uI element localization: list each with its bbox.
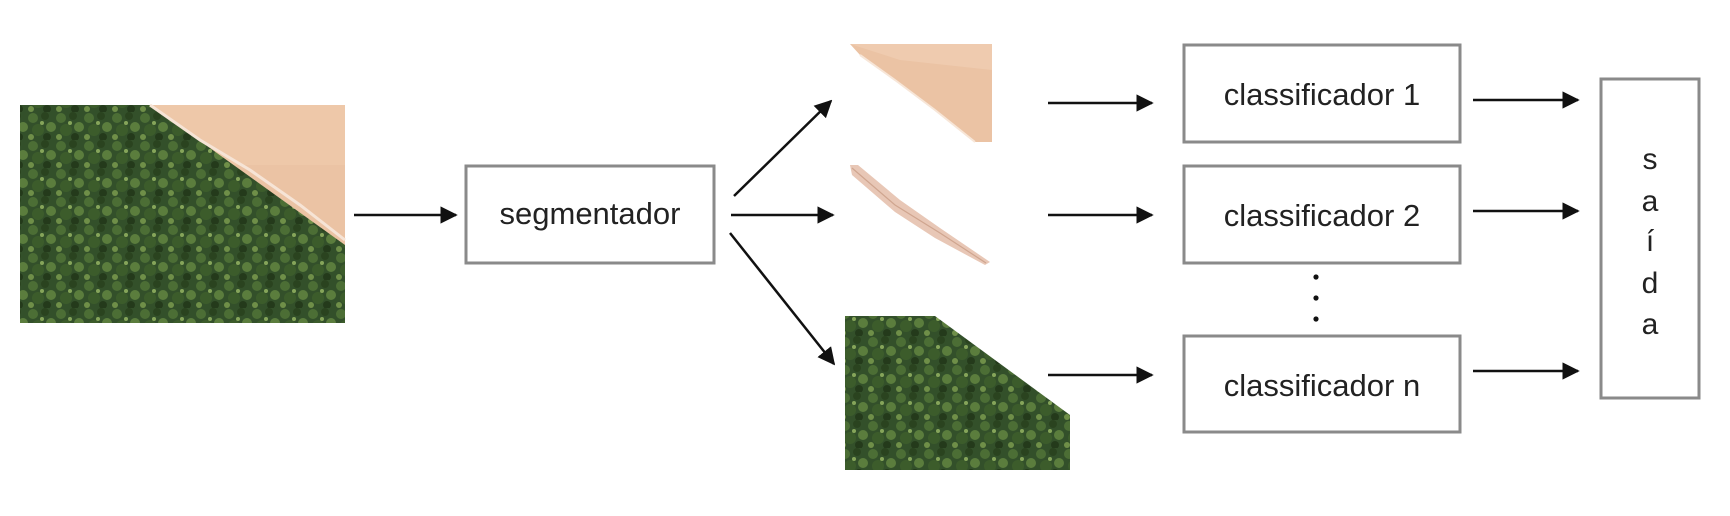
arrow-segmenter-to-segment-n <box>729 232 836 366</box>
output-letter-1: s <box>1643 143 1658 176</box>
classifier-n-box: classificador n <box>1182 334 1462 434</box>
classifier-2-box: classificador 2 <box>1182 164 1462 265</box>
segment-n-forest-image <box>845 316 1070 470</box>
arrow-segmenter-to-segment-1 <box>733 99 833 197</box>
vertical-ellipsis <box>1313 274 1319 322</box>
segment-1-sand-image <box>850 44 992 143</box>
classifier-1-box: classificador 1 <box>1182 43 1462 144</box>
output-box: s a í d a <box>1599 77 1701 400</box>
output-letter-4: d <box>1642 267 1659 300</box>
output-letter-5: a <box>1642 308 1659 341</box>
segment-2-shoreline-image <box>850 165 990 265</box>
output-letter-3: í <box>1646 225 1655 258</box>
segmenter-box: segmentador <box>464 164 716 265</box>
classifier-1-label: classificador 1 <box>1224 77 1420 112</box>
input-aerial-image <box>20 103 346 323</box>
classifier-n-label: classificador n <box>1224 368 1420 403</box>
classifier-2-label: classificador 2 <box>1224 198 1420 233</box>
output-letter-2: a <box>1642 185 1659 218</box>
segmenter-label: segmentador <box>500 196 681 231</box>
